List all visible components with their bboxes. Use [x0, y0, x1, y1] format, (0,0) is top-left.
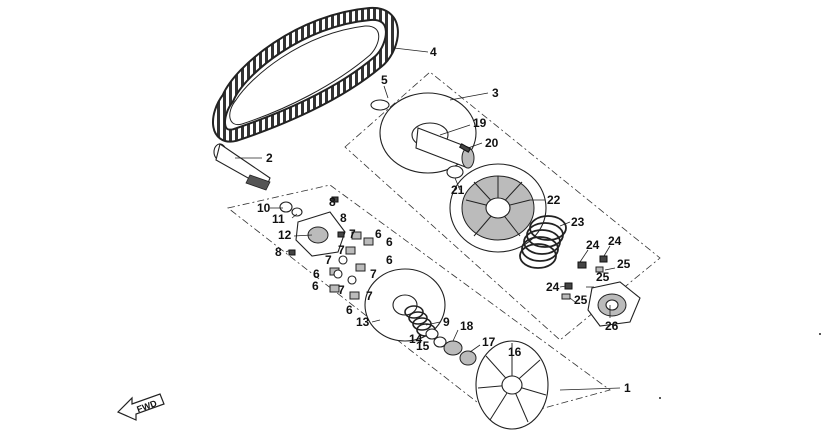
- callout-6: 6: [313, 267, 320, 281]
- callout-13: 13: [356, 315, 370, 329]
- callout-6: 6: [386, 235, 393, 249]
- corner-mark: [819, 333, 821, 335]
- callout-25: 25: [596, 270, 610, 284]
- set-screw-8a: [331, 196, 339, 203]
- callout-1: 1: [624, 381, 631, 395]
- callout-8: 8: [340, 211, 347, 225]
- callout-19: 19: [473, 116, 487, 130]
- driven-clutch-group-box: [344, 71, 661, 341]
- callout-7: 7: [349, 227, 356, 241]
- callout-18: 18: [460, 319, 474, 333]
- seal-14: [425, 328, 439, 340]
- callout-7: 7: [338, 243, 345, 257]
- callout-6: 6: [386, 253, 393, 267]
- callout-12: 12: [278, 228, 292, 242]
- nut: [279, 201, 293, 213]
- o-ring: [370, 99, 390, 111]
- callout-24: 24: [586, 238, 600, 252]
- drive-movable-sheave: [364, 268, 446, 342]
- callout-11: 11: [272, 212, 285, 226]
- callout-25: 25: [617, 257, 631, 271]
- spacer-17: [459, 350, 477, 366]
- callout-3: 3: [492, 86, 499, 100]
- callout-26: 26: [605, 319, 619, 333]
- callout-23: 23: [571, 215, 585, 229]
- drive-clutch-group-box: [227, 184, 611, 421]
- spider-plate: [295, 211, 346, 257]
- driven-cam: [587, 281, 641, 327]
- forward-arrow-icon: FWD: [116, 393, 165, 421]
- driven-fixed-sheave: [379, 92, 477, 174]
- callout-24: 24: [546, 280, 560, 294]
- woodruff-key: [458, 143, 472, 153]
- callout-14: 14: [409, 332, 423, 346]
- seal-15: [433, 336, 447, 348]
- callout-7: 7: [338, 283, 345, 297]
- callout-4: 4: [430, 45, 437, 59]
- callout-22: 22: [547, 193, 561, 207]
- callout-7: 7: [370, 267, 377, 281]
- bushing-18: [443, 340, 463, 356]
- callout-16: 16: [508, 345, 522, 359]
- callout-17: 17: [482, 335, 496, 349]
- callout-6: 6: [346, 303, 353, 317]
- corner-mark: [659, 397, 661, 399]
- rollers-and-sliders: [329, 231, 374, 300]
- driven-movable-sheave: [449, 163, 547, 253]
- center-bolt: [213, 143, 271, 191]
- callout-20: 20: [485, 136, 499, 150]
- callout-2: 2: [266, 151, 273, 165]
- callout-7: 7: [366, 289, 373, 303]
- callout-8: 8: [275, 245, 282, 259]
- drive-fixed-sheave: [475, 340, 549, 430]
- forward-arrow-label: FWD: [135, 398, 158, 415]
- callout-25: 25: [574, 293, 588, 307]
- driven-spring: [519, 215, 567, 269]
- bolt-set: [561, 255, 608, 300]
- callout-24: 24: [608, 234, 622, 248]
- callout-7: 7: [325, 253, 332, 267]
- callout-6: 6: [375, 227, 382, 241]
- callout-6: 6: [312, 279, 319, 293]
- leader-lines: [235, 47, 621, 391]
- callout-9: 9: [443, 315, 450, 329]
- set-screw-8c: [288, 249, 296, 256]
- set-screw-8b: [337, 231, 345, 238]
- snap-ring: [446, 165, 464, 179]
- callout-10: 10: [257, 201, 271, 215]
- drive-belt: [212, 7, 399, 143]
- callout-8: 8: [329, 195, 336, 209]
- callout-15: 15: [416, 339, 430, 353]
- callout-21: 21: [451, 183, 465, 197]
- callout-5: 5: [381, 73, 388, 87]
- washer: [291, 207, 303, 217]
